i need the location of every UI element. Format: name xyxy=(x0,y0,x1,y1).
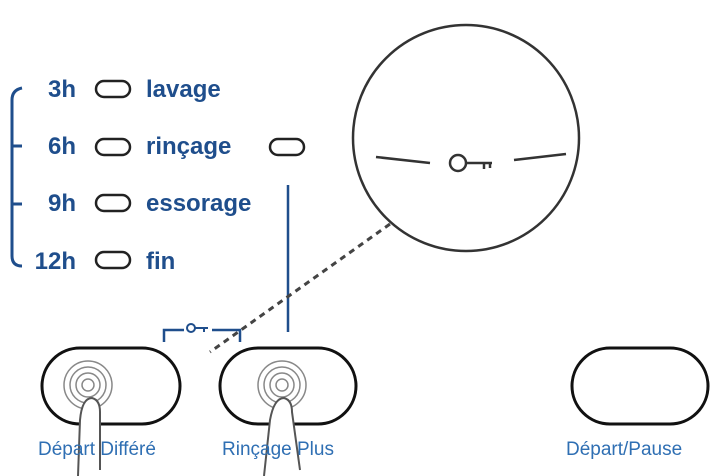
zoom-circle xyxy=(351,23,581,253)
rinse-plus-label: Rinçage Plus xyxy=(222,439,334,460)
time-12h: 12h xyxy=(34,248,76,275)
start-pause-label: Départ/Pause xyxy=(566,439,683,460)
time-9h: 9h xyxy=(47,190,76,217)
status-rinse: rinçage xyxy=(146,133,232,160)
zoom-pointer xyxy=(209,222,391,354)
led-6h xyxy=(94,137,132,157)
rinse-plus-button[interactable] xyxy=(218,346,358,476)
delayed-start-label: Départ Différé xyxy=(38,439,156,460)
finger-icon xyxy=(263,396,301,476)
led-12h xyxy=(94,250,132,270)
status-spin: essorage xyxy=(146,190,252,217)
finger-icon xyxy=(77,396,101,476)
key-lock-icon xyxy=(448,153,492,173)
time-3h: 3h xyxy=(47,76,76,103)
time-6h: 6h xyxy=(47,133,76,160)
key-combination-bracket xyxy=(162,323,242,342)
status-end: fin xyxy=(146,248,176,275)
led-3h xyxy=(94,79,132,99)
start-pause-button[interactable] xyxy=(570,346,710,426)
led-rinse-plus xyxy=(268,137,306,157)
status-wash: lavage xyxy=(146,76,221,103)
delayed-start-button[interactable] xyxy=(40,346,182,476)
led-9h xyxy=(94,193,132,213)
time-bracket xyxy=(10,86,23,268)
